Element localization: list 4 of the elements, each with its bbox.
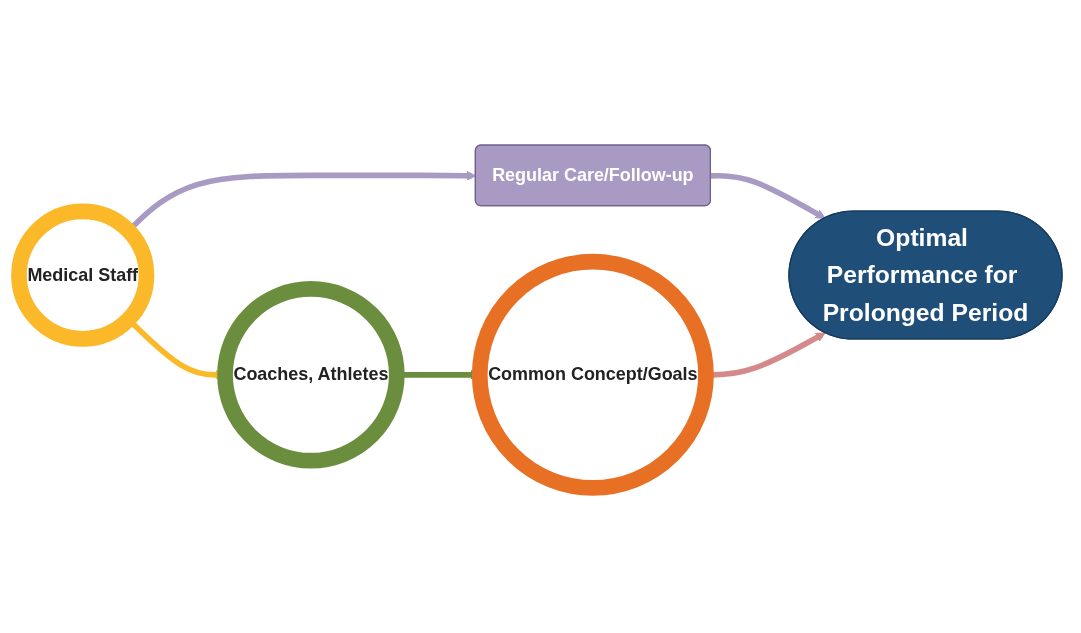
node-circle: Coaches, Athletes [217, 281, 405, 469]
node-circle: Medical Staff [11, 203, 155, 347]
node-circle: Common Concept/Goals [471, 253, 714, 496]
arrow [710, 172, 826, 219]
